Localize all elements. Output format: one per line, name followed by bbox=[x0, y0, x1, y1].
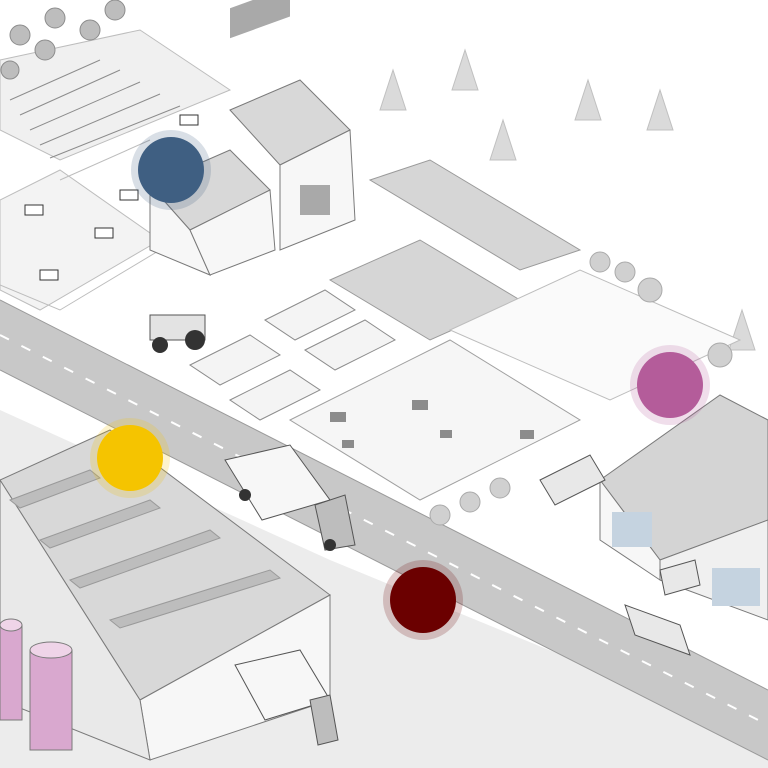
marker-logistics-dot bbox=[97, 425, 163, 491]
crop-field bbox=[0, 0, 232, 161]
tractor bbox=[149, 314, 206, 353]
orchard-rows bbox=[328, 159, 582, 341]
trees bbox=[379, 48, 756, 351]
barn bbox=[149, 0, 356, 276]
horse-paddock bbox=[288, 339, 582, 501]
marker-farm-dot bbox=[138, 137, 204, 203]
marker-processing[interactable] bbox=[383, 560, 463, 640]
processing-plant bbox=[0, 429, 331, 761]
semi-truck-road bbox=[224, 444, 356, 551]
marker-livestock-dot bbox=[637, 352, 703, 418]
semi-truck-plant bbox=[234, 649, 339, 746]
delivery-vans bbox=[539, 454, 701, 656]
marker-logistics[interactable] bbox=[90, 418, 170, 498]
greenhouses bbox=[189, 289, 396, 421]
marker-processing-dot bbox=[390, 567, 456, 633]
distribution-warehouse bbox=[599, 394, 768, 621]
marker-livestock[interactable] bbox=[630, 345, 710, 425]
marker-farm[interactable] bbox=[131, 130, 211, 210]
dairy-pasture bbox=[0, 114, 199, 311]
silos bbox=[0, 618, 73, 751]
